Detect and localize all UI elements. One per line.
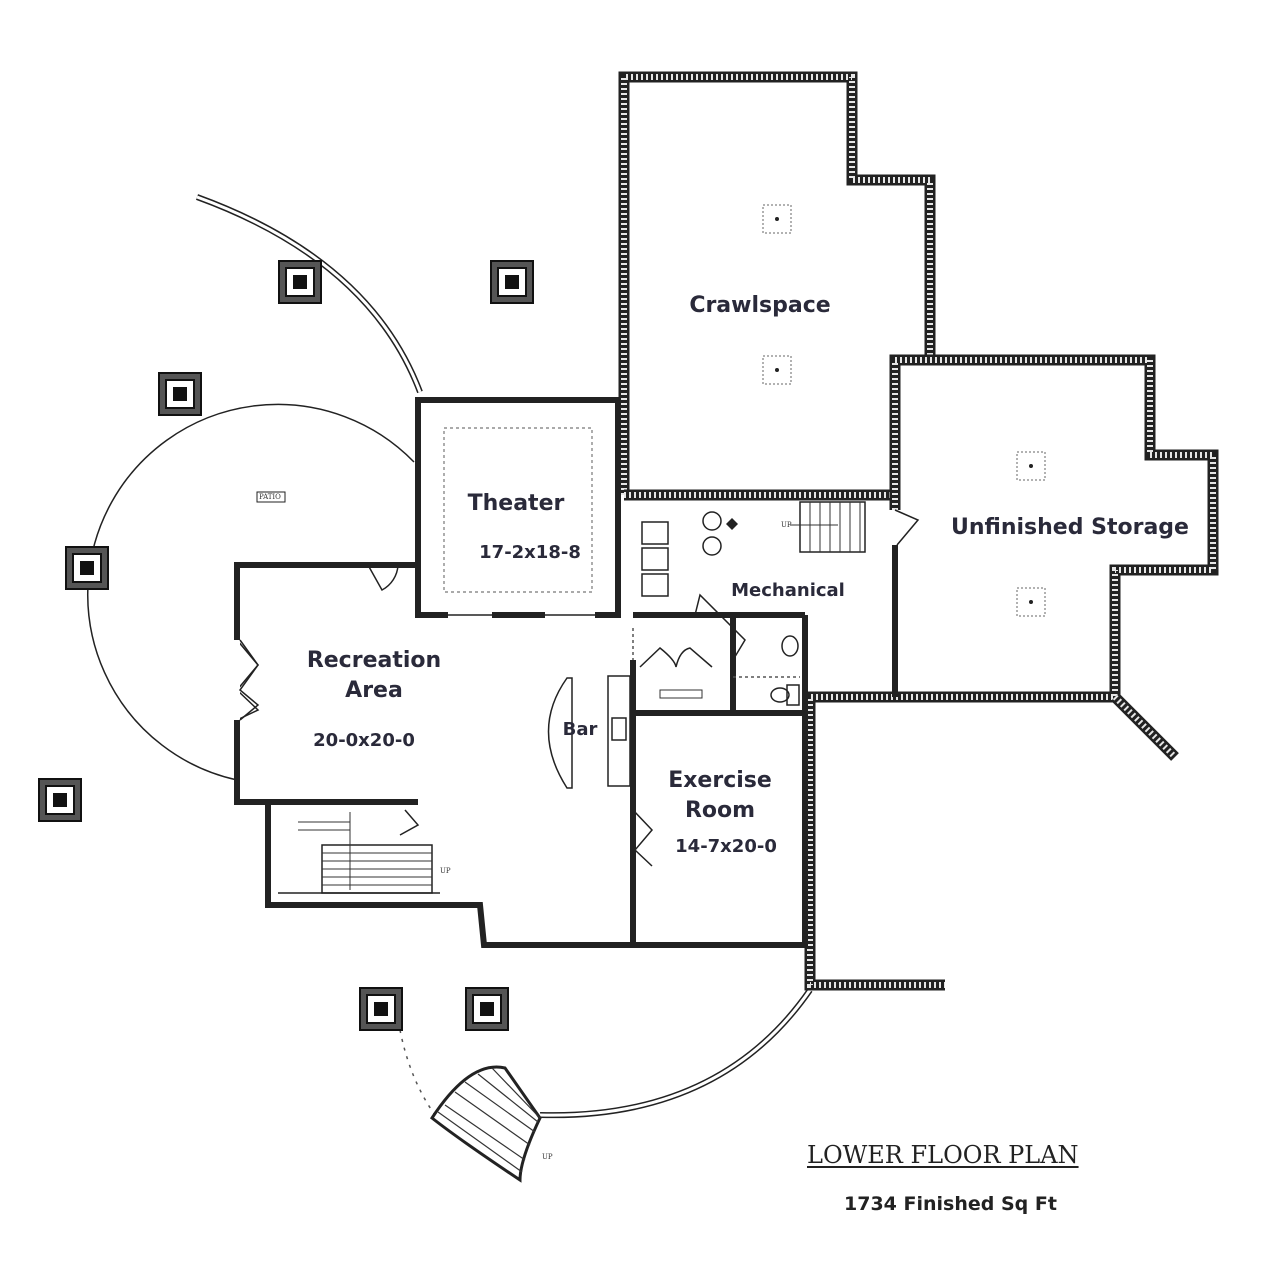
stair-up-label: UP [781,521,792,529]
theater-label: Theater [467,491,565,516]
mechanical-label: Mechanical [731,580,845,601]
bar-label: Bar [562,719,598,740]
finished-area: 1734 Finished Sq Ft [844,1193,1057,1215]
storage-label: Unfinished Storage [951,515,1189,540]
bar-counter [547,677,573,789]
interior-stair [298,809,433,894]
column-piers [38,260,534,1031]
exterior-curved-stair [429,1065,542,1183]
mechanical-stair [799,501,866,553]
stair-up-label: UP [542,1153,553,1161]
storage-wall [804,354,1219,991]
patio-label: PATIO [259,493,281,501]
water-heaters [641,511,722,597]
stair-up-label: UP [440,867,451,875]
patio-arc [87,403,415,781]
exercise-label-line2: Room [684,798,756,823]
recreation-size: 20-0x20-0 [313,730,415,751]
exercise-size: 14-7x20-0 [675,836,777,857]
footings [762,204,1046,617]
crawlspace-label: Crawlspace [689,293,831,318]
exercise-label-line1: Exercise [668,768,772,793]
theater-size: 17-2x18-8 [479,542,581,563]
recreation-label-line1: Recreation [306,648,442,673]
recreation-label-line2: Area [345,678,403,703]
crawlspace-wall [618,71,936,495]
plan-title: LOWER FLOOR PLAN [807,1141,1079,1169]
